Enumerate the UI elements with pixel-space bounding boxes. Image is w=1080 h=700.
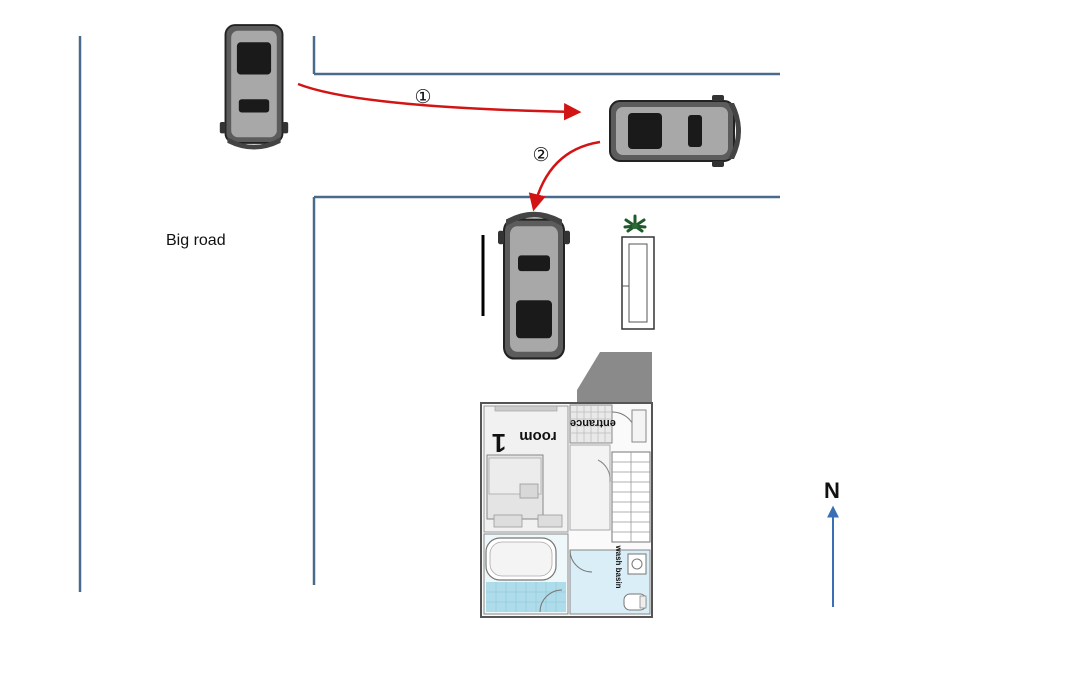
floorplan xyxy=(480,352,653,618)
road-lines xyxy=(78,36,780,592)
car-icon xyxy=(609,94,742,168)
car-icon xyxy=(218,24,290,151)
plant-icon xyxy=(623,214,647,233)
north-label: N xyxy=(824,478,840,503)
route-step-1-label: ① xyxy=(414,87,431,108)
route-step-2-label: ② xyxy=(532,145,549,166)
planter xyxy=(621,236,655,330)
room-label: room xyxy=(519,428,557,445)
bath-label: wash basin xyxy=(614,544,623,588)
room-number: 1 xyxy=(492,428,506,458)
route-arrows xyxy=(297,82,601,212)
car-icon xyxy=(496,210,572,360)
road-label: Big road xyxy=(166,232,226,249)
entrance-label: entrance xyxy=(570,417,616,429)
